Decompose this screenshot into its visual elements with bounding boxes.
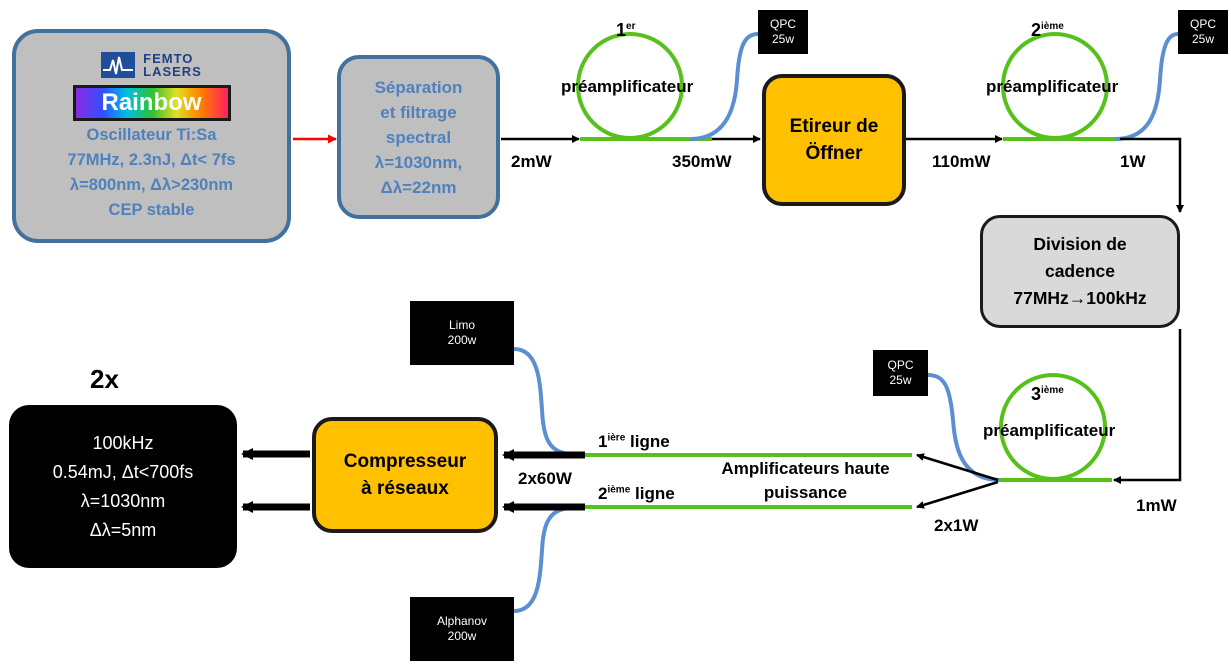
alphanov-pump-fiber <box>513 505 586 613</box>
alphanov-name: Alphanov <box>436 614 488 628</box>
power-2x60w: 2x60W <box>518 469 572 488</box>
stretcher-box: Etireur de Öffner <box>762 74 906 206</box>
power-2x1w: 2x1W <box>934 516 979 535</box>
rainbow-product-label: Rainbow <box>72 85 231 121</box>
division-line1: Division de <box>1033 234 1127 254</box>
power-2mw: 2mW <box>511 152 552 171</box>
compressor-line2: à réseaux <box>361 478 449 499</box>
amplifiers-label: Amplificateurs haute puissance <box>698 457 913 505</box>
power-350mw: 350mW <box>672 152 732 171</box>
femto-logo-icon <box>101 52 136 78</box>
arrow-split-lower <box>916 480 999 509</box>
limo-pump-fiber <box>513 347 586 457</box>
power-110mw: 110mW <box>932 152 991 171</box>
rate-division-box: Division de cadence 77MHz→100kHz <box>980 215 1180 328</box>
oscillator-line1: Oscillateur Ti:Sa <box>86 126 217 144</box>
oscillator-line4: CEP stable <box>108 201 195 219</box>
preamp3-label: préamplificateur <box>983 421 1116 440</box>
stretcher-line1: Etireur de <box>789 116 879 137</box>
brand-line1: FEMTO <box>143 51 194 66</box>
qpc1-power: 25w <box>771 32 794 46</box>
separation-line2: et filtrage <box>380 102 457 122</box>
amplifiers-line1: Amplificateurs haute <box>721 459 890 478</box>
output-multiplier: 2x <box>90 364 119 394</box>
limo-power: 200w <box>447 333 477 347</box>
output-line4: Δλ=5nm <box>89 519 157 540</box>
separation-box: Séparation et filtrage spectral λ=1030nm… <box>337 55 500 219</box>
oscillator-box: FEMTO LASERS Rainbow Oscillateur Ti:Sa 7… <box>12 29 291 243</box>
division-line2: cadence <box>1044 261 1116 281</box>
qpc3-name: QPC <box>887 358 914 372</box>
qpc1-name: QPC <box>769 17 796 31</box>
preamp1-label: préamplificateur <box>561 77 694 96</box>
preamp2-number: 2ième <box>1031 20 1064 40</box>
output-box: 100kHz 0.54mJ, Δt<700fs λ=1030nm Δλ=5nm <box>9 405 237 568</box>
output-line3: λ=1030nm <box>80 490 166 511</box>
power-1w: 1W <box>1120 152 1146 171</box>
preamp1-number: 1er <box>616 20 636 40</box>
stretcher-line2: Öffner <box>805 143 863 164</box>
preamp2-label: préamplificateur <box>986 77 1119 96</box>
arrow-division-to-preamp3 <box>1113 329 1182 484</box>
preamp2-pump-fiber <box>1114 32 1179 141</box>
division-line3: 77MHz→100kHz <box>1013 288 1147 308</box>
line1-label: 1ière ligne <box>598 432 670 451</box>
preamp3-number: 3ième <box>1031 384 1064 404</box>
brand-line2: LASERS <box>143 64 202 79</box>
oscillator-line2: 77MHz, 2.3nJ, Δt< 7fs <box>67 151 236 169</box>
separation-line4: λ=1030nm, <box>374 152 463 172</box>
limo-name: Limo <box>448 318 475 332</box>
separation-line3: spectral <box>385 127 452 147</box>
preamp1-pump-fiber <box>689 32 759 141</box>
output-line2: 0.54mJ, Δt<700fs <box>52 461 194 482</box>
qpc2-power: 25w <box>1191 32 1214 46</box>
amplifiers-line2: puissance <box>763 483 848 502</box>
oscillator-line3: λ=800nm, Δλ>230nm <box>69 176 234 194</box>
compressor-line1: Compresseur <box>343 451 467 472</box>
arrow-split-upper <box>916 453 999 482</box>
alphanov-power: 200w <box>447 629 477 643</box>
power-1mw: 1mW <box>1136 496 1177 515</box>
limo-pump: Limo 200w <box>410 301 514 365</box>
qpc-pump-2: QPC 25w <box>1178 10 1228 54</box>
qpc2-name: QPC <box>1189 17 1216 31</box>
qpc3-power: 25w <box>889 373 912 387</box>
separation-line5: Δλ=22nm <box>380 177 457 197</box>
alphanov-pump: Alphanov 200w <box>410 597 514 661</box>
separation-line1: Séparation <box>374 77 463 97</box>
arrow-preamp2-to-division <box>1120 137 1184 213</box>
qpc-pump-3: QPC 25w <box>873 350 928 396</box>
qpc-pump-1: QPC 25w <box>758 10 808 54</box>
compressor-box: Compresseur à réseaux <box>312 417 498 533</box>
output-line1: 100kHz <box>92 432 154 453</box>
femto-lasers-logo: FEMTO LASERS <box>101 47 202 83</box>
line2-label: 2ième ligne <box>598 484 675 503</box>
